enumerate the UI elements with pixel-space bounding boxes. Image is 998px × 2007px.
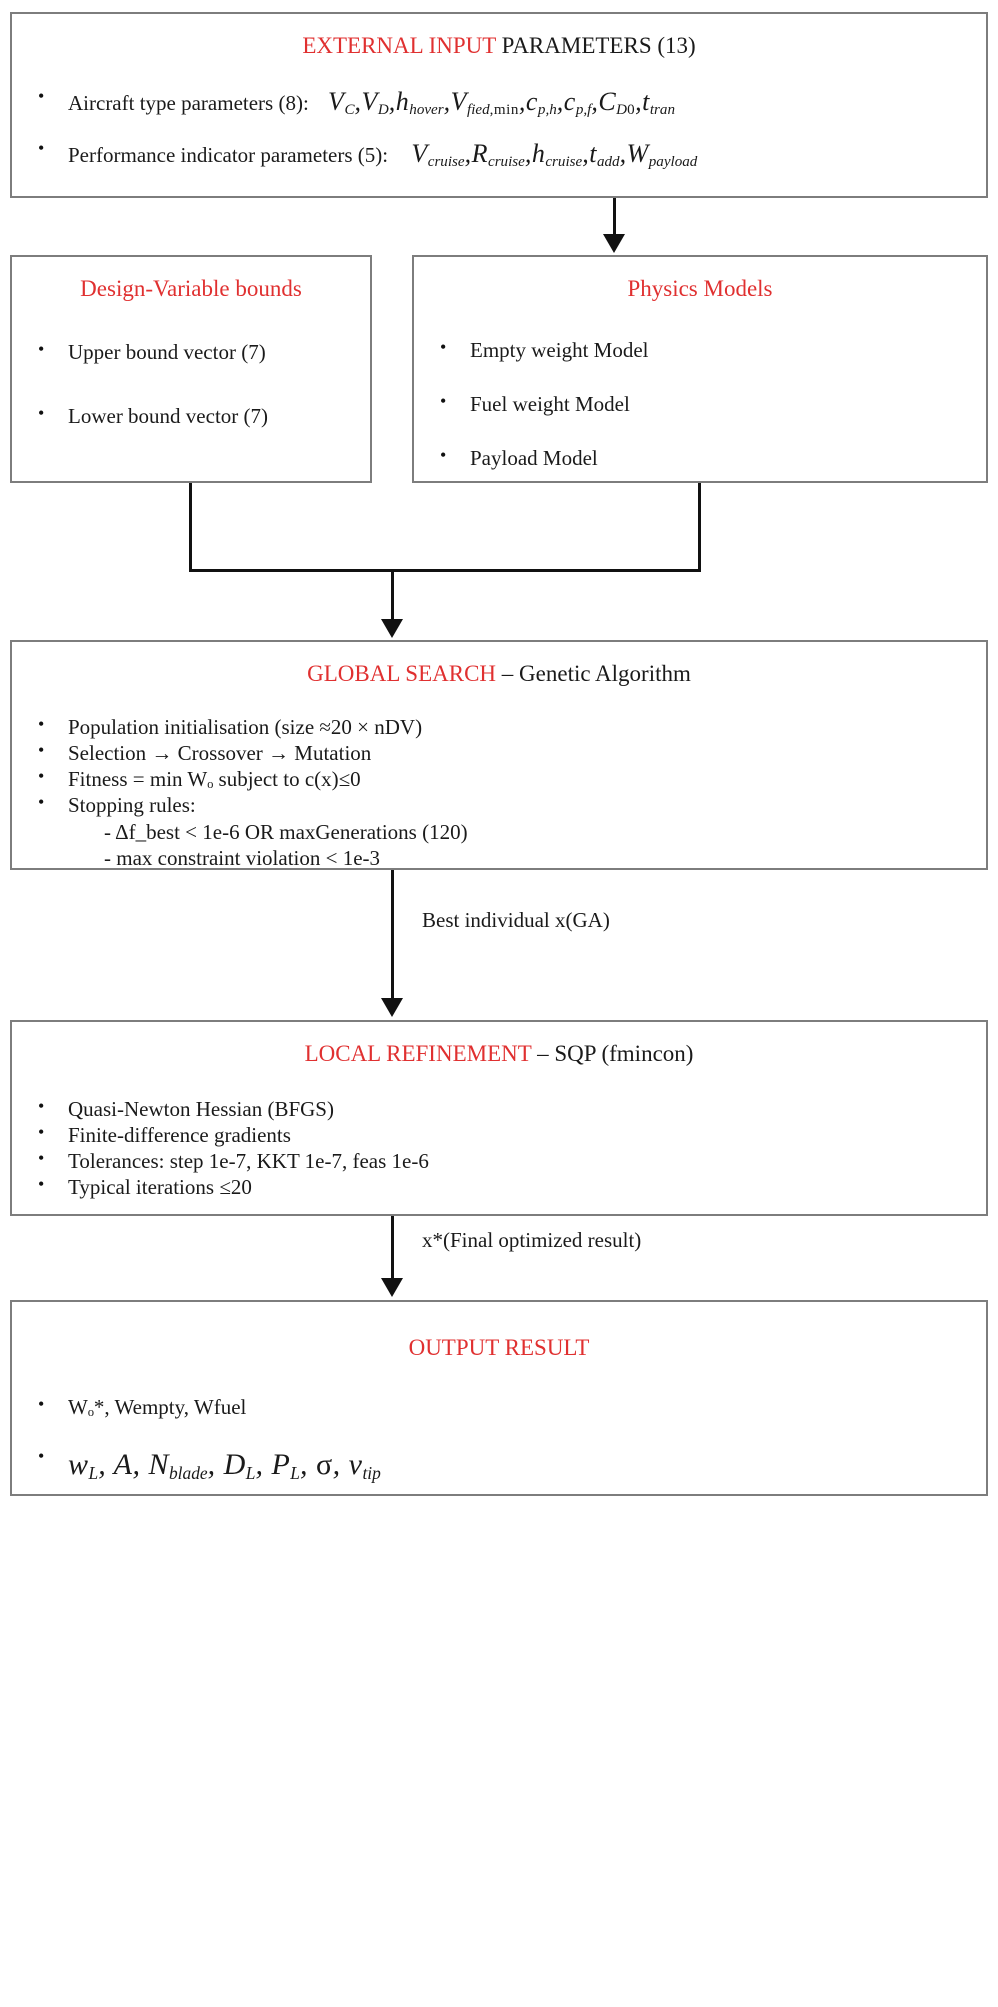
- list-item: - max constraint violation < 1e-3: [12, 845, 986, 871]
- list-item: Population initialisation (size ≈20 × nD…: [12, 713, 986, 740]
- typical-iterations-label: Typical iterations ≤20: [68, 1175, 252, 1200]
- selection-crossover-mutation-label: Selection → Crossover → Mutation: [68, 740, 372, 765]
- weights-output-label: Wₒ*, Wempty, Wfuel: [68, 1394, 247, 1419]
- finite-difference-label: Finite-difference gradients: [68, 1122, 291, 1147]
- connector-global-to-local: [391, 870, 394, 1000]
- list-item: Payload Model: [414, 444, 986, 471]
- design-variable-bounds-list: Upper bound vector (7) Lower bound vecto…: [12, 338, 370, 430]
- list-item: Wₒ*, Wempty, Wfuel: [12, 1393, 986, 1420]
- performance-params-formula: Vcruise,Rcruise,hcruise,tadd,Wpayload: [411, 138, 698, 170]
- aircraft-params-label: Aircraft type parameters (8):: [68, 90, 309, 115]
- external-input-title: EXTERNAL INPUT PARAMETERS (13): [12, 14, 986, 60]
- design-variables-output-formula: wL, A, Nblade, DL, PL, σ, vtip: [68, 1447, 381, 1483]
- arrowhead-external-to-physics-icon: [603, 234, 625, 253]
- arrowhead-global-to-local-icon: [381, 998, 403, 1017]
- population-init-label: Population initialisation (size ≈20 × nD…: [68, 714, 423, 739]
- list-item: Lower bound vector (7): [12, 402, 370, 429]
- node-design-variable-bounds: Design-Variable bounds Upper bound vecto…: [10, 255, 372, 483]
- list-item: Finite-difference gradients: [12, 1121, 986, 1148]
- node-local-refinement: LOCAL REFINEMENT – SQP (fmincon) Quasi-N…: [10, 1020, 988, 1216]
- lower-bound-label: Lower bound vector (7): [68, 403, 269, 428]
- design-variable-bounds-title: Design-Variable bounds: [80, 276, 302, 301]
- list-item: Performance indicator parameters (5): Vc…: [12, 137, 986, 172]
- list-item: Typical iterations ≤20: [12, 1173, 986, 1200]
- stopping-rule-2: - max constraint violation < 1e-3: [104, 845, 381, 870]
- global-search-list: Population initialisation (size ≈20 × nD…: [12, 713, 986, 872]
- stopping-rules-label: Stopping rules:: [68, 793, 196, 818]
- aircraft-params-formula: VC,VD,hhover,Vfied,min,cp,h,cp,f,CD0,ttr…: [328, 86, 675, 118]
- connector-external-to-physics: [613, 198, 616, 236]
- local-refinement-title-red: LOCAL REFINEMENT: [304, 1041, 532, 1066]
- local-refinement-list: Quasi-Newton Hessian (BFGS) Finite-diffe…: [12, 1095, 986, 1201]
- local-refinement-title: LOCAL REFINEMENT – SQP (fmincon): [12, 1022, 986, 1068]
- external-input-title-black: PARAMETERS (13): [495, 33, 696, 58]
- connector-merge-horizontal: [189, 569, 701, 572]
- list-item: Selection → Crossover → Mutation: [12, 739, 986, 766]
- list-item: Empty weight Model: [414, 336, 986, 363]
- node-physics-models: Physics Models Empty weight Model Fuel w…: [412, 255, 988, 483]
- payload-model-label: Payload Model: [470, 446, 598, 471]
- output-result-title: OUTPUT RESULT: [408, 1335, 590, 1360]
- upper-bound-label: Upper bound vector (7): [68, 339, 266, 364]
- node-external-input-parameters: EXTERNAL INPUT PARAMETERS (13) Aircraft …: [10, 12, 988, 198]
- edge-label-final-result: x*(Final optimized result): [422, 1228, 642, 1252]
- list-item: Upper bound vector (7): [12, 338, 370, 365]
- empty-weight-model-label: Empty weight Model: [470, 337, 649, 362]
- arrowhead-merge-to-global-icon: [381, 619, 403, 638]
- tolerances-label: Tolerances: step 1e-7, KKT 1e-7, feas 1e…: [68, 1149, 429, 1174]
- global-search-title-black: – Genetic Algorithm: [496, 661, 691, 686]
- list-item: Quasi-Newton Hessian (BFGS): [12, 1095, 986, 1122]
- output-result-list: Wₒ*, Wempty, Wfuel wL, A, Nblade, DL, PL…: [12, 1393, 986, 1485]
- global-search-title: GLOBAL SEARCH – Genetic Algorithm: [12, 642, 986, 688]
- connector-local-to-output: [391, 1216, 394, 1280]
- stopping-rule-1: - Δf_best < 1e-6 OR maxGenerations (120): [104, 819, 468, 844]
- list-item: - Δf_best < 1e-6 OR maxGenerations (120): [12, 819, 986, 845]
- local-refinement-title-black: – SQP (fmincon): [531, 1041, 694, 1066]
- connector-merge-to-global: [391, 569, 394, 621]
- external-input-bullet-list: Aircraft type parameters (8): VC,VD,hhov…: [12, 85, 986, 172]
- node-global-search: GLOBAL SEARCH – Genetic Algorithm Popula…: [10, 640, 988, 870]
- fitness-label: Fitness = min Wₒ subject to c(x)≤0: [68, 767, 361, 792]
- list-item: Tolerances: step 1e-7, KKT 1e-7, feas 1e…: [12, 1147, 986, 1174]
- list-item: wL, A, Nblade, DL, PL, σ, vtip: [12, 1445, 986, 1485]
- node-output-result: OUTPUT RESULT Wₒ*, Wempty, Wfuel wL, A, …: [10, 1300, 988, 1496]
- list-item: Fitness = min Wₒ subject to c(x)≤0: [12, 765, 986, 792]
- connector-physics-down: [698, 483, 701, 571]
- fuel-weight-model-label: Fuel weight Model: [470, 391, 630, 416]
- arrowhead-local-to-output-icon: [381, 1278, 403, 1297]
- bfgs-label: Quasi-Newton Hessian (BFGS): [68, 1096, 334, 1121]
- physics-models-title: Physics Models: [627, 276, 773, 301]
- connector-bounds-down: [189, 483, 192, 571]
- list-item: Stopping rules:: [12, 791, 986, 818]
- external-input-title-red: EXTERNAL INPUT: [302, 33, 496, 58]
- physics-models-list: Empty weight Model Fuel weight Model Pay…: [414, 336, 986, 472]
- performance-params-label: Performance indicator parameters (5):: [68, 142, 389, 167]
- edge-label-best-individual: Best individual x(GA): [422, 908, 610, 932]
- list-item: Aircraft type parameters (8): VC,VD,hhov…: [12, 85, 986, 120]
- global-search-title-red: GLOBAL SEARCH: [307, 661, 497, 686]
- list-item: Fuel weight Model: [414, 390, 986, 417]
